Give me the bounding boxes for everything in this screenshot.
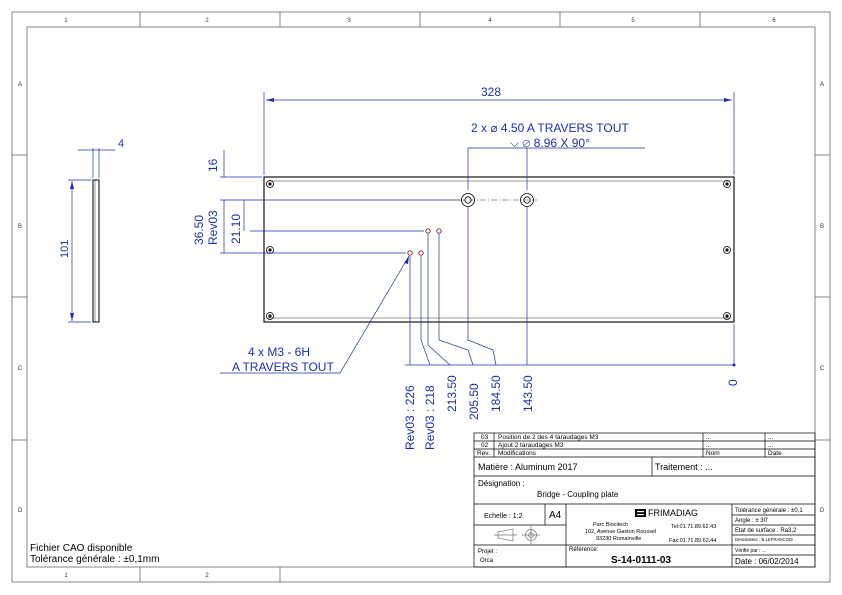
tap-note-line1: 4 x M3 - 6H (248, 345, 310, 359)
side-thickness-dim: 4 (118, 138, 124, 150)
angle-tolerance: Angle : ± 30' (735, 518, 768, 524)
rev-row-1-date: ... (768, 434, 774, 441)
row-label-d-right: D (820, 508, 825, 514)
ordinate-143-50: 143.50 (521, 375, 535, 412)
row-label-b-right: B (820, 224, 824, 230)
col-label-bottom-1: 1 (64, 573, 68, 579)
rev-row-2-date: ... (768, 442, 774, 449)
col-label-1: 1 (64, 18, 68, 24)
dim-arrows (70, 98, 736, 367)
tel: Tel:01.71.89.62.43 (671, 524, 716, 530)
date: Date : 06/02/2014 (735, 557, 799, 566)
ordinate-184-50: 184.50 (489, 375, 503, 412)
project: Orca (480, 558, 494, 564)
col-label-bottom-2: 2 (205, 573, 209, 579)
length-dim: 328 (481, 85, 501, 99)
row-label-b: B (18, 224, 22, 230)
designation-label: Désignation : (478, 479, 525, 488)
projection-symbol-icon (494, 526, 540, 544)
title-texts: Matière : Aluminum 2017 Traitement : ...… (478, 462, 803, 566)
rev-row-1-mod: Position de 2 des 4 taraudages M3 (498, 434, 599, 441)
hole-note-line2: ⌵ ⌀ 8.96 X 90° (510, 136, 590, 150)
dim-21-10: 21.10 (229, 214, 243, 244)
company-logo-text: FRIMADIAG (648, 508, 698, 518)
ordinate-0: 0 (726, 379, 740, 386)
project-label: Projet : (478, 549, 497, 555)
countersunk-holes (458, 193, 537, 207)
sheet-format: A4 (549, 510, 562, 521)
col-label-4: 4 (488, 18, 492, 24)
row-label-a: A (18, 82, 22, 88)
sheet-frame (11, 11, 831, 583)
tapped-holes (407, 228, 442, 256)
rev-header-rev: Rev. (477, 450, 490, 457)
dim-texts: 328 2 x ⌀ 4.50 A TRAVERS TOUT ⌵ ⌀ 8.96 X… (192, 85, 740, 450)
dim-36-50: 36.50 (192, 215, 206, 245)
col-label-6: 6 (772, 18, 776, 24)
row-label-c-right: C (820, 366, 825, 372)
row-label-d: D (18, 508, 23, 514)
rev03-left: Rev03 (206, 210, 220, 245)
ordinate-205-50: 205.50 (467, 383, 481, 420)
rev-header-date: Date (768, 450, 782, 457)
address-1: Parc Biocitech (593, 522, 628, 528)
side-view: 4 101 (59, 138, 124, 323)
reference: S-14-0111-03 (611, 555, 671, 566)
row-label-c: C (18, 366, 23, 372)
front-view (263, 176, 735, 323)
tolerance-note: Tolérance générale : ±0,1mm (30, 554, 159, 565)
designation: Bridge - Coupling plate (537, 490, 619, 499)
side-height-dim: 101 (59, 240, 71, 258)
ordinate-213-50: 213.50 (445, 375, 459, 412)
scale: Echelle : 1:2 (484, 513, 523, 520)
material: Matière : Aluminum 2017 (478, 462, 578, 472)
general-tolerance: Tolérance générale : ±0,1 (735, 508, 803, 514)
checked-by: Vérifié par : ... (735, 548, 766, 554)
rev-row-2-nom: ... (706, 442, 712, 449)
tap-note-line2: A TRAVERS TOUT (232, 360, 334, 374)
revision-table: 03 Position de 2 des 4 taraudages M3 ...… (477, 434, 782, 457)
address-2: 102, Avenue Gaston Roussel (585, 529, 656, 535)
frame-labels: 1 2 3 4 5 6 1 2 A B C D A B C D (18, 18, 825, 579)
mounting-holes (266, 180, 731, 320)
fax: Fax:01.71.89.62.44 (669, 538, 716, 544)
company-logo-icon (635, 509, 646, 517)
rev-row-2-rev: 02 (481, 442, 489, 449)
rev-row-2-mod: Ajout 2 taraudages M3 (498, 442, 564, 449)
rev-header-nom: Nom (706, 450, 720, 457)
rev-row-1-nom: ... (706, 434, 712, 441)
dim-16: 16 (206, 158, 220, 172)
ordinate-rev03-226: Rev03 : 226 (403, 385, 417, 450)
ordinate-rev03-218: Rev03 : 218 (423, 385, 437, 450)
rev-row-1-rev: 03 (481, 434, 489, 441)
reference-label: Référence: (569, 547, 599, 553)
front-dimensions (220, 92, 735, 374)
treatment: Traitement : ... (655, 462, 713, 472)
title-block (473, 432, 816, 568)
surface-finish: Etat de surface : Ra3,2 (735, 528, 797, 534)
col-label-3: 3 (347, 18, 351, 24)
hole-note-line1: 2 x ⌀ 4.50 A TRAVERS TOUT (471, 121, 629, 135)
drawer: Dessinateur : B.LEFRANCOIS (735, 537, 793, 542)
row-label-a-right: A (820, 82, 824, 88)
address-3: 93230 Romainville (596, 536, 641, 542)
col-label-2: 2 (205, 18, 209, 24)
cad-file-note: Fichier CAO disponible (30, 543, 133, 554)
col-label-5: 5 (631, 18, 635, 24)
rev-header-mod: Modifications (498, 450, 537, 457)
